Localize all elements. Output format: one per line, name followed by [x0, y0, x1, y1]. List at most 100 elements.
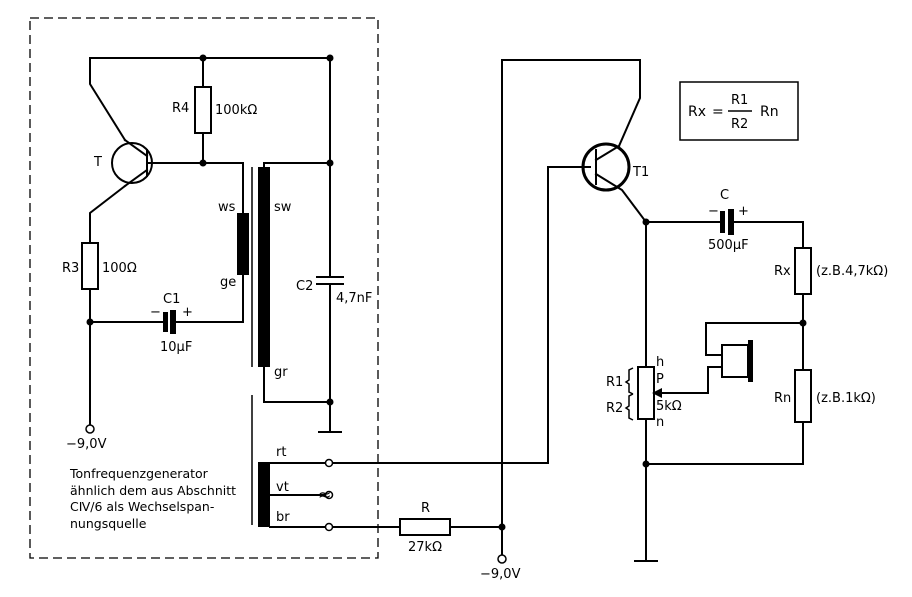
capacitor-c-plate [720, 211, 725, 233]
resistor-rx [794, 247, 812, 295]
pot-r2-label: R2 [606, 401, 623, 416]
c1-minus: − [150, 305, 161, 320]
formula-lhs: Rx [688, 104, 706, 120]
wire-collector-t [89, 57, 127, 142]
junction-dot [642, 460, 650, 468]
junction-dot [498, 523, 506, 531]
vt-label: vt [276, 480, 289, 495]
pot-wiper-arrow [652, 388, 662, 398]
output-winding [258, 462, 270, 527]
earpiece-membrane [748, 340, 753, 382]
generator-description: Tonfrequenzgenerator ähnlich dem aus Abs… [70, 466, 250, 532]
junction-dot [326, 398, 334, 406]
r4-value: 100kΩ [215, 103, 257, 118]
c-plus: + [738, 204, 749, 219]
capacitor-c-body [728, 209, 734, 235]
earpiece-body [721, 344, 749, 378]
transistor-t-collector [123, 138, 149, 158]
junction-dot [199, 54, 207, 62]
ac-symbol: ≈ [318, 485, 331, 504]
description-line: nungsquelle [70, 515, 147, 531]
wire-earpiece [705, 322, 804, 356]
r3-value: 100Ω [102, 261, 137, 276]
transistor-t1-collector [594, 144, 621, 162]
resistor-r3 [81, 242, 99, 290]
winding-ws-ge [237, 213, 249, 275]
rn-value: (z.B.1kΩ) [816, 391, 876, 406]
winding-gr-label: gr [274, 365, 288, 380]
wire-rn-bottom [645, 421, 804, 465]
transistor-t [111, 142, 153, 184]
rt-label: rt [276, 445, 286, 460]
potentiometer-p [637, 366, 655, 420]
capacitor-c1-plate [163, 312, 168, 332]
junction-dot [326, 54, 334, 62]
wire-gr-bottom [263, 366, 331, 403]
junction-dot [86, 318, 94, 326]
resistor-r4 [194, 86, 212, 134]
description-line: ähnlich dem aus Abschnitt [70, 482, 237, 498]
capacitor-c1-body [170, 310, 176, 334]
terminal-rt [324, 458, 334, 468]
pot-value: 5kΩ [656, 399, 682, 414]
c1-plus: + [182, 305, 193, 320]
bracket-r1 [624, 367, 634, 395]
r3-label: R3 [62, 261, 79, 276]
bracket-r2 [624, 393, 634, 421]
pot-wiper [657, 366, 723, 394]
r-value: 27kΩ [408, 540, 442, 555]
resistor-rn [794, 369, 812, 423]
wire-collector-rail [501, 59, 641, 148]
terminal-vt [324, 490, 334, 500]
c2-label: C2 [296, 279, 313, 294]
t1-label: T1 [632, 165, 649, 180]
pot-h-label: h [656, 355, 664, 370]
transistor-t-label: T [93, 155, 102, 170]
description-line: CⅣ/6 als Wechselspan- [70, 499, 215, 514]
c-label: C [720, 188, 729, 203]
winding-ge-label: ge [220, 275, 236, 290]
transistor-t-emitter [123, 168, 149, 188]
r4-label: R4 [172, 101, 189, 116]
generator-supply-terminal [85, 424, 95, 434]
wire-rt-to-base [332, 166, 591, 464]
c1-label: C1 [163, 292, 180, 307]
formula-denominator: R2 [731, 117, 748, 132]
generator-boundary [29, 17, 379, 559]
winding-sw-label: sw [274, 200, 292, 215]
rx-value: (z.B.4,7kΩ) [816, 264, 888, 279]
c-minus: − [708, 204, 719, 219]
pot-p-label: P [656, 372, 664, 387]
rx-label: Rx [774, 264, 791, 279]
transistor-t1-emitter [594, 172, 648, 224]
rn-label: Rn [774, 391, 791, 406]
generator-supply-label: −9,0V [66, 437, 107, 452]
winding-ws-label: ws [218, 200, 236, 215]
pot-n-label: n [656, 415, 664, 430]
bridge-supply-label: −9,0V [480, 567, 521, 582]
wire-c-right [733, 221, 804, 249]
terminal-br [324, 522, 334, 532]
formula-numerator: R1 [731, 93, 748, 108]
transistor-t1 [581, 142, 631, 192]
resistor-r [399, 518, 451, 536]
wire-sw-top [263, 162, 331, 168]
br-label: br [276, 510, 290, 525]
wire-emitter-r3 [89, 184, 127, 244]
formula-box [679, 81, 799, 141]
junction-dot [326, 159, 334, 167]
formula-equals: = [712, 104, 724, 120]
description-line: Tonfrequenzgenerator [70, 466, 208, 481]
junction-dot [199, 159, 207, 167]
bridge-supply-terminal [497, 554, 507, 564]
formula-factor: Rn [760, 104, 779, 120]
wire-base-t [146, 162, 244, 216]
pot-r1-label: R1 [606, 375, 623, 390]
wire-c1-right [175, 274, 244, 323]
r-label: R [421, 501, 430, 516]
c2-value: 4,7nF [336, 291, 372, 306]
winding-sw-gr [258, 167, 270, 367]
c1-value: 10μF [160, 340, 192, 355]
c-value: 500μF [708, 238, 749, 253]
